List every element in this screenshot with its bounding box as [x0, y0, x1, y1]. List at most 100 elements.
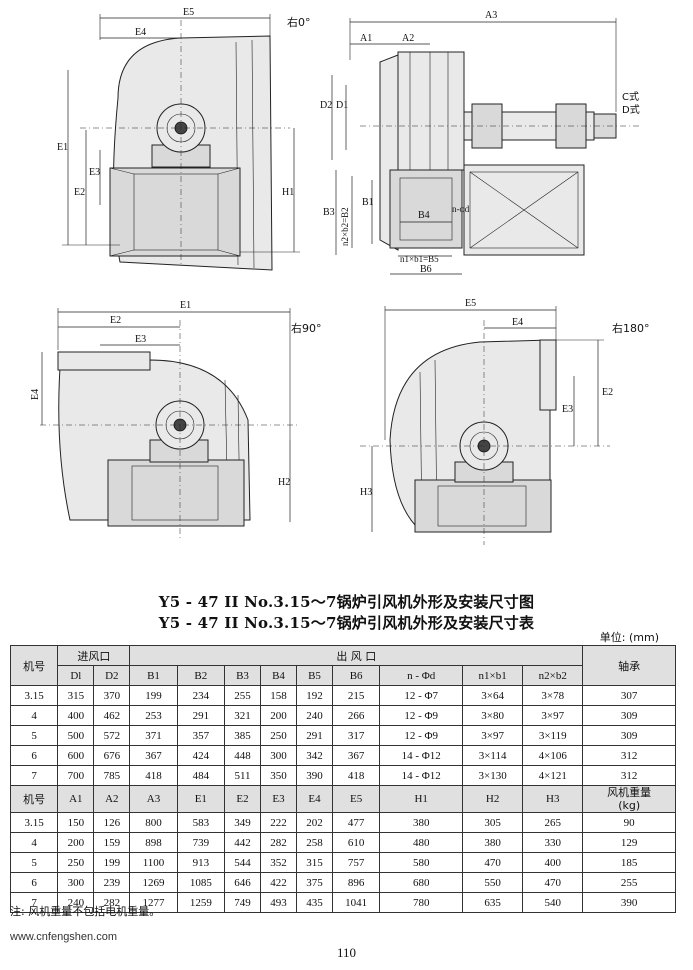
table-cell: 309: [582, 705, 676, 726]
header-sub-cell: B2: [176, 665, 225, 686]
header-outlet: 出 风 口: [129, 645, 584, 666]
footnote: 注: 风机重量不包括电机重量。: [10, 905, 161, 918]
dim-E1: E1: [57, 142, 68, 153]
table-cell: 5: [9, 725, 59, 746]
table-cell: 250: [57, 852, 95, 873]
table-cell: 367: [129, 745, 178, 766]
header-sub-cell: D2: [93, 665, 131, 686]
dim-E3-90: E3: [135, 334, 146, 345]
view-right-0: E5 E4 E1 E2 E3 H1 右0°: [57, 7, 311, 271]
table-cell: 199: [129, 685, 178, 706]
table-cell: 757: [331, 852, 381, 873]
table-cell: 448: [223, 745, 261, 766]
dim-B6: B6: [420, 264, 432, 275]
header-model: 机号: [9, 645, 59, 686]
dim-n2b2: n2×b2=B2: [340, 207, 350, 246]
header2-cell: E4: [295, 785, 333, 813]
table-cell: 309: [582, 725, 676, 746]
header2-cell: A3: [129, 785, 178, 813]
table-cell: 500: [57, 725, 95, 746]
table-cell: 680: [379, 872, 464, 893]
table-cell: 367: [331, 745, 381, 766]
table-cell: 253: [129, 705, 178, 726]
table-cell: 250: [259, 725, 297, 746]
dim-D1: D1: [336, 100, 348, 111]
header2-cell: H2: [462, 785, 524, 813]
table-cell: 315: [295, 852, 333, 873]
table-cell: 3×97: [522, 705, 584, 726]
table-cell: 371: [129, 725, 178, 746]
table-cell: 913: [176, 852, 225, 873]
table-cell: 222: [259, 812, 297, 833]
table-cell: 300: [259, 745, 297, 766]
table-cell: 352: [259, 852, 297, 873]
table-cell: 898: [129, 832, 178, 853]
table-cell: 385: [223, 725, 261, 746]
header2-cell: E1: [176, 785, 225, 813]
table-cell: 202: [295, 812, 333, 833]
table-cell: 6: [9, 745, 59, 766]
header-sub-cell: Dl: [57, 665, 95, 686]
table-cell: 307: [582, 685, 676, 706]
table-title: Y5 - 47 II No.3.15～7锅炉引风机外形及安装尺寸表: [158, 614, 535, 632]
table-cell: 3×97: [462, 725, 524, 746]
header2-cell: A1: [57, 785, 95, 813]
table-cell: 6: [9, 872, 59, 893]
dim-D2: D2: [320, 100, 332, 111]
label-right-0: 右0°: [287, 15, 311, 29]
table-cell: 1100: [129, 852, 178, 873]
table-cell: 265: [522, 812, 584, 833]
table-cell: 150: [57, 812, 95, 833]
table-cell: 312: [582, 745, 676, 766]
table-cell: 315: [57, 685, 95, 706]
dim-E2: E2: [74, 187, 85, 198]
header-bearing: 轴承: [582, 645, 676, 686]
table-cell: 1277: [129, 892, 178, 913]
table-cell: 418: [331, 765, 381, 786]
table-cell: 375: [295, 872, 333, 893]
header-sub-cell: B5: [295, 665, 333, 686]
table-cell: 12 - Φ9: [379, 725, 464, 746]
dim-B4: B4: [418, 210, 430, 221]
table-cell: 200: [259, 705, 297, 726]
table-cell: 1085: [176, 872, 225, 893]
header2-cell: H1: [379, 785, 464, 813]
table-cell: 1259: [176, 892, 225, 913]
table-cell: 493: [259, 892, 297, 913]
header2-cell: E2: [223, 785, 261, 813]
header-inlet: 进风口: [57, 645, 131, 666]
header-sub-cell: B4: [259, 665, 297, 686]
table-cell: 749: [223, 892, 261, 913]
table-cell: 300: [57, 872, 95, 893]
dim-H1: H1: [282, 187, 294, 198]
table-cell: 199: [93, 852, 131, 873]
table-cell: 3.15: [9, 685, 59, 706]
table-cell: 785: [93, 765, 131, 786]
table-cell: 380: [379, 812, 464, 833]
table-cell: 370: [93, 685, 131, 706]
dim-A2: A2: [402, 33, 414, 44]
dim-H3: H3: [360, 487, 372, 498]
table-cell: 4×106: [522, 745, 584, 766]
table-cell: 342: [295, 745, 333, 766]
dim-H2: H2: [278, 477, 290, 488]
table-cell: 159: [93, 832, 131, 853]
table-cell: 3×78: [522, 685, 584, 706]
dim-B3: B3: [323, 207, 335, 218]
dim-E4-180: E4: [512, 317, 523, 328]
header-sub-cell: n - Φd: [379, 665, 464, 686]
view-right-180: E5 E4 E2 E3 H3 右180°: [360, 298, 650, 545]
table-cell: 462: [93, 705, 131, 726]
table-cell: 800: [129, 812, 178, 833]
dim-nd: n-φd: [452, 204, 470, 214]
table-cell: 646: [223, 872, 261, 893]
table-cell: 317: [331, 725, 381, 746]
table-cell: 422: [259, 872, 297, 893]
table-cell: 312: [582, 765, 676, 786]
table-cell: 14 - Φ12: [379, 765, 464, 786]
